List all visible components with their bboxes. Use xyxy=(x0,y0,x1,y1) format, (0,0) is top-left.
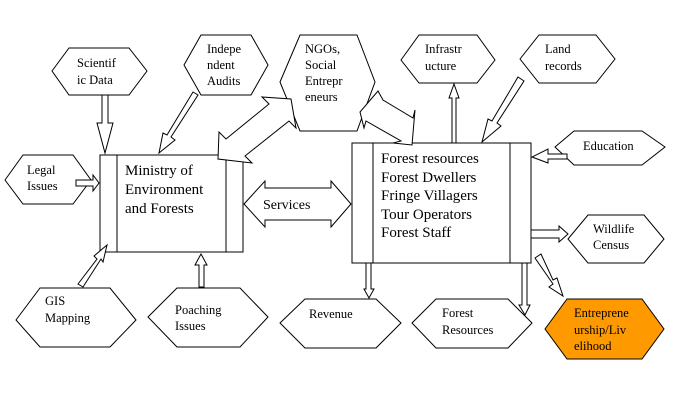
node-label-line: Revenue xyxy=(309,307,353,321)
ministry-box-frame xyxy=(99,154,244,253)
node-label-line: Wildlife xyxy=(593,222,635,236)
node-label-line: ndent xyxy=(207,58,235,72)
node-label-line: Land xyxy=(545,42,571,56)
hexagon-shape xyxy=(554,130,666,166)
arrow-legal-to-ministry xyxy=(75,173,100,193)
arrow-forest-to-entrepreneurship xyxy=(534,253,564,298)
node-scientific-data[interactable]: Scientif ic Data xyxy=(51,47,148,96)
node-independent-audits[interactable]: Indepe ndent Audits xyxy=(183,34,269,96)
node-label-line: Entrepr xyxy=(305,74,343,88)
node-infrastructure[interactable]: Infrastr ucture xyxy=(400,34,496,84)
ministry-label-line: Ministry of xyxy=(125,163,193,179)
node-label-line: Legal xyxy=(27,163,56,177)
hexagon-shape xyxy=(567,214,665,264)
hexagon-shape xyxy=(411,298,533,349)
node-label-line: ic Data xyxy=(77,73,113,87)
arrow-land-to-forest xyxy=(481,76,525,144)
arrow-forest-to-wildlife xyxy=(530,224,569,244)
node-label-line: Issues xyxy=(175,319,206,333)
forest-box-frame xyxy=(351,142,532,264)
hexagon-shape xyxy=(51,47,148,96)
node-label-line: Indepe xyxy=(207,42,241,56)
hexagon-shape-highlighted xyxy=(544,298,665,360)
hexagon-shape xyxy=(15,287,137,348)
node-education[interactable]: Education xyxy=(554,130,666,166)
forest-box-item: Forest Staff xyxy=(381,225,451,241)
arrow-audits-to-ministry xyxy=(158,91,199,155)
arrow-ngos-forest xyxy=(359,90,416,146)
node-label-line: records xyxy=(545,59,582,73)
node-wildlife-census[interactable]: Wildlife Census xyxy=(567,214,665,264)
hexagon-shape xyxy=(519,34,616,84)
node-label-line: Census xyxy=(593,238,629,252)
node-ngos-social-entrepreneurs[interactable]: NGOs, Social Entrepr eneurs xyxy=(279,34,376,132)
services-arrow-shape xyxy=(243,179,352,229)
forest-box-item: Fringe Villagers xyxy=(381,188,478,204)
arrow-scientific-to-ministry xyxy=(96,94,114,155)
hexagon-shape xyxy=(279,298,402,349)
node-label-line: Mapping xyxy=(45,311,91,325)
arrow-gis-to-ministry xyxy=(77,243,108,288)
ministry-label-line: Environment xyxy=(125,182,204,198)
arrow-poaching-to-ministry xyxy=(194,252,208,288)
node-label-line: elihood xyxy=(574,339,612,353)
node-label-line: GIS xyxy=(45,294,65,308)
node-label-line: NGOs, xyxy=(305,42,340,56)
node-legal-issues[interactable]: Legal Issues xyxy=(4,154,92,205)
node-label-line: Entreprene xyxy=(574,306,629,320)
node-label-line: Education xyxy=(583,139,634,153)
ministry-box[interactable]: Ministry of Environment and Forests xyxy=(99,154,244,253)
node-label-line: eneurs xyxy=(305,90,338,104)
forest-box-item: Forest resources xyxy=(381,151,479,167)
forest-box-item: Tour Operators xyxy=(381,207,472,223)
node-label-line: Issues xyxy=(27,179,58,193)
ministry-label-line: and Forests xyxy=(125,201,194,217)
node-label-line: Poaching xyxy=(175,303,222,317)
forest-stakeholders-box[interactable]: Forest resources Forest Dwellers Fringe … xyxy=(351,142,532,264)
node-label-line: ucture xyxy=(425,59,457,73)
arrow-education-to-forest xyxy=(530,148,568,164)
node-label-line: Social xyxy=(305,58,337,72)
node-gis-mapping[interactable]: GIS Mapping xyxy=(15,287,137,348)
node-label-line: Audits xyxy=(207,74,240,88)
arrow-forest-to-infrastructure xyxy=(448,82,460,144)
hexagon-shape xyxy=(183,34,269,96)
node-label-line: Forest xyxy=(442,306,474,320)
node-entrepreneurship-livelihood[interactable]: Entreprene urship/Liv elihood xyxy=(544,298,665,360)
arrow-forest-to-revenue xyxy=(363,262,375,300)
node-label-line: urship/Liv xyxy=(574,323,627,337)
services-double-arrow[interactable]: Services xyxy=(243,179,352,229)
node-label-line: Infrastr xyxy=(425,42,463,56)
hexagon-shape xyxy=(279,34,376,132)
forest-box-item: Forest Dwellers xyxy=(381,170,477,186)
node-label-line: Resources xyxy=(442,323,494,337)
arrow-forest-to-resources xyxy=(518,262,531,317)
services-label: Services xyxy=(263,198,310,213)
node-forest-resources[interactable]: Forest Resources xyxy=(411,298,533,349)
node-poaching-issues[interactable]: Poaching Issues xyxy=(147,287,269,348)
node-revenue[interactable]: Revenue xyxy=(279,298,402,349)
hexagon-shape xyxy=(400,34,496,84)
node-land-records[interactable]: Land records xyxy=(519,34,616,84)
arrow-ministry-ngos xyxy=(217,96,297,164)
hexagon-shape xyxy=(147,287,269,348)
node-label-line: Scientif xyxy=(77,56,117,70)
